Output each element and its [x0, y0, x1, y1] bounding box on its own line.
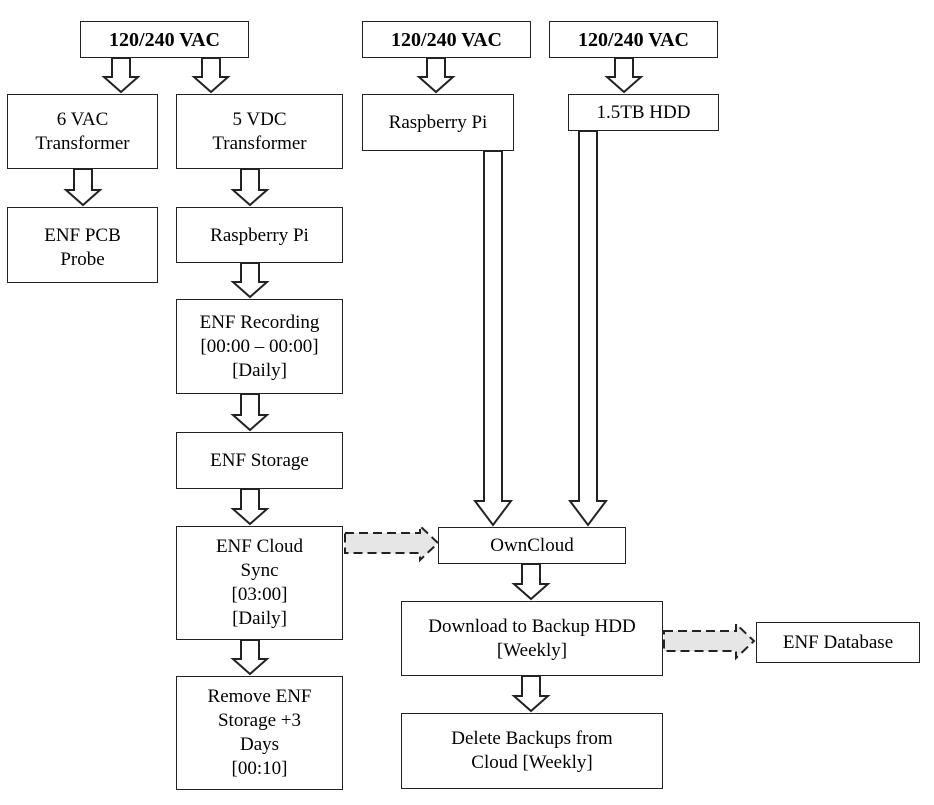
enf-recording-line-2: [00:00 – 00:00]: [200, 335, 319, 357]
remove-enf-line-3: Days: [239, 734, 280, 755]
delete-backups-line-2: Cloud [Weekly]: [471, 752, 593, 773]
arrow-recording-to-storage: [230, 393, 270, 432]
arrow-owncloud-to-download: [511, 563, 551, 601]
remove-enf-line-2: Storage +3: [217, 710, 301, 731]
arrow-sync-to-owncloud: [344, 523, 440, 563]
delete-backups-box: Delete Backups from Cloud [Weekly]: [401, 713, 663, 789]
enf-storage-label: ENF Storage: [210, 450, 309, 471]
raspberry-pi-server-box: Raspberry Pi: [362, 94, 514, 151]
enf-cloud-sync-box: ENF Cloud Sync [03:00] [Daily]: [176, 526, 343, 640]
enf-cloud-sync-line-3: [03:00]: [231, 584, 288, 605]
enf-probe-line-2: Probe: [60, 249, 105, 270]
enf-cloud-sync-line-1: ENF Cloud: [215, 536, 304, 557]
supply-label-right: 120/240 VAC: [578, 28, 689, 51]
arrow-server-pi-to-owncloud: [473, 150, 513, 527]
delete-backups-line-1: Delete Backups from: [451, 728, 613, 749]
raspberry-pi-recorder-box: Raspberry Pi: [176, 207, 343, 263]
enf-cloud-sync-line-2: Sync: [240, 560, 279, 581]
enf-probe-line-1: ENF PCB: [44, 225, 121, 246]
arrow-6vac-to-probe: [63, 168, 103, 207]
enf-recording-box: ENF Recording [00:00 – 00:00] [Daily]: [176, 299, 343, 394]
transformer-5vdc-line-2: Transformer: [212, 132, 307, 154]
enf-database-box: ENF Database: [756, 622, 920, 663]
hdd-box: 1.5TB HDD: [568, 94, 719, 131]
remove-enf-line-1: Remove ENF: [207, 686, 312, 707]
supply-label-left: 120/240 VAC: [109, 28, 220, 51]
enf-recording-line-1: ENF Recording: [199, 311, 320, 333]
arrow-download-to-database: [663, 621, 756, 661]
arrow-supply-to-server-pi: [416, 57, 456, 94]
owncloud-box: OwnCloud: [438, 527, 626, 564]
transformer-6vac-line-2: Transformer: [35, 132, 130, 154]
transformer-6vac-line-1: 6 VAC: [56, 108, 109, 130]
arrow-supply-to-6vac: [101, 57, 141, 94]
arrow-pi-to-recording: [230, 262, 270, 299]
hdd-label: 1.5TB HDD: [596, 101, 691, 123]
enf-database-label: ENF Database: [782, 631, 894, 653]
raspberry-pi-recorder-label: Raspberry Pi: [210, 225, 309, 246]
arrow-sync-to-remove: [230, 639, 270, 676]
arrow-download-to-delete: [511, 675, 551, 713]
arrow-hdd-to-owncloud: [568, 130, 608, 527]
arrow-5vdc-to-pi: [230, 168, 270, 207]
supply-box-left: 120/240 VAC: [80, 21, 249, 58]
enf-probe-box: ENF PCB Probe: [7, 207, 158, 283]
enf-storage-box: ENF Storage: [176, 432, 343, 489]
remove-enf-storage-box: Remove ENF Storage +3 Days [00:10]: [176, 676, 343, 790]
supply-box-right: 120/240 VAC: [549, 21, 718, 58]
raspberry-pi-server-label: Raspberry Pi: [388, 112, 488, 133]
transformer-6vac-box: 6 VAC Transformer: [7, 94, 158, 169]
enf-recording-line-3: [Daily]: [232, 359, 287, 381]
supply-box-middle: 120/240 VAC: [362, 21, 531, 58]
transformer-5vdc-line-1: 5 VDC: [232, 108, 287, 130]
download-backup-line-2: [Weekly]: [496, 639, 568, 661]
remove-enf-line-4: [00:10]: [231, 758, 288, 779]
arrow-storage-to-sync: [230, 488, 270, 526]
owncloud-label: OwnCloud: [490, 534, 574, 556]
transformer-5vdc-box: 5 VDC Transformer: [176, 94, 343, 169]
arrow-supply-to-hdd: [604, 57, 644, 94]
supply-label-middle: 120/240 VAC: [391, 28, 502, 51]
enf-cloud-sync-line-4: [Daily]: [232, 608, 287, 629]
download-backup-line-1: Download to Backup HDD: [428, 615, 636, 637]
arrow-supply-to-5vdc: [191, 57, 231, 94]
download-backup-box: Download to Backup HDD [Weekly]: [401, 601, 663, 676]
